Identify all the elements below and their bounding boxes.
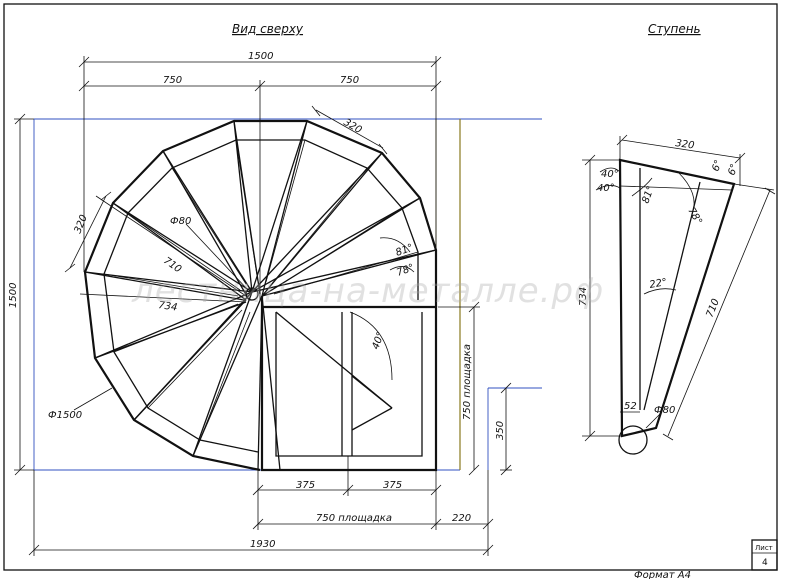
dim-half-right: 750	[340, 75, 359, 86]
sheet-border	[3, 3, 778, 571]
step-detail: 320 40° 40° 81° 6° 6° 78° 22° 734 710	[578, 134, 776, 455]
step-angle-40a: 40°	[601, 169, 619, 180]
dim-angle-40: 40°	[370, 331, 386, 351]
dim-height-total: 1500	[8, 283, 19, 308]
step-angle-22: 22°	[649, 277, 668, 291]
step-dim-top-width: 320	[675, 138, 695, 152]
dim-width-total: 1500	[248, 51, 273, 62]
dim-step-length-734: 734	[158, 300, 178, 314]
sheet-label: Лист	[755, 544, 773, 552]
dim-offset-220: 220	[452, 513, 471, 524]
step-angle-6a: 6°	[710, 159, 724, 173]
step-dim-pole-80: Ф80	[654, 405, 675, 416]
step-dim-length-710: 710	[705, 297, 722, 319]
step-angle-6b: 6°	[726, 163, 740, 177]
step-dim-height-734: 734	[578, 287, 589, 306]
top-view-title: Вид сверху	[232, 22, 304, 36]
step-dim-bottom-52: 52	[624, 401, 637, 412]
dim-bottom-375-left: 375	[296, 480, 315, 491]
sheet-number: 4	[762, 558, 768, 568]
dim-outer-diameter: Ф1500	[48, 410, 82, 421]
watermark-text: лестница-на-металле.рф	[131, 271, 604, 311]
format-label: Формат А4	[634, 570, 691, 579]
step-pole	[618, 425, 648, 455]
dim-half-left: 750	[163, 75, 182, 86]
step-angle-78: 78°	[685, 206, 703, 227]
dim-overall-1930: 1930	[250, 539, 275, 550]
title-block	[751, 539, 778, 571]
dim-landing-offset: 350	[495, 421, 506, 440]
center-pole	[245, 287, 259, 301]
step-angle-40b: 40°	[597, 183, 615, 194]
dim-bottom-375-right: 375	[383, 480, 402, 491]
dim-landing-vertical: 750 площадка	[462, 344, 473, 420]
dim-step-width-left: 320	[73, 213, 90, 235]
dim-center-pole: Ф80	[170, 216, 191, 227]
top-view: 1500 750 750 1500 320 320 Ф80 710	[8, 51, 542, 556]
dim-step-width-top: 320	[342, 117, 364, 136]
dim-landing-horizontal: 750 площадка	[316, 513, 392, 524]
step-title: Ступень	[648, 22, 701, 36]
